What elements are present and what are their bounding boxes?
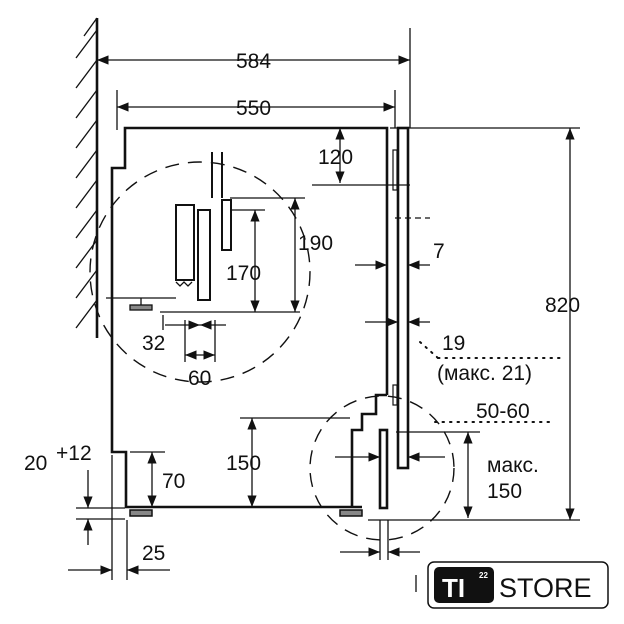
logo-superscript: 22	[479, 571, 488, 580]
dim-vent-190: 190	[298, 232, 333, 255]
dim-detail-32: 32	[142, 332, 165, 355]
dim-adjustment-base: 20	[24, 452, 47, 475]
door-panel	[396, 126, 410, 470]
dim-plinth-max-label: макс.	[487, 454, 539, 477]
cabinet-outline	[110, 126, 410, 517]
dim-plinth-max-value: 150	[487, 480, 522, 503]
foot-left	[129, 509, 153, 517]
detail-circle-plinth	[309, 395, 455, 541]
logo-mark: TI	[442, 573, 465, 603]
dim-door-gap: 7	[433, 240, 445, 263]
dim-plinth-recess: 50-60	[476, 400, 530, 423]
foot-right	[339, 509, 363, 517]
wall	[75, 17, 99, 338]
dim-door-thickness-max: (макс. 21)	[437, 362, 532, 385]
dim-overall-depth: 584	[236, 50, 271, 73]
vent-detail	[106, 152, 232, 311]
logo-text: STORE	[499, 573, 592, 603]
dim-plinth-height-left: 150	[226, 452, 261, 475]
dim-wall-gap: 25	[142, 542, 165, 565]
plinth-panel	[378, 428, 389, 510]
dim-foot-height: 70	[162, 470, 185, 493]
dim-vent-170: 170	[226, 262, 261, 285]
dim-height: 820	[545, 294, 580, 317]
store-logo: TI 22 STORE	[415, 561, 609, 609]
dim-door-thickness: 19	[442, 332, 465, 355]
dim-detail-60: 60	[188, 367, 211, 390]
dim-adjustment-plus: +12	[56, 442, 92, 465]
dim-cabinet-depth: 550	[236, 97, 271, 120]
dimension-lines	[68, 28, 580, 580]
dim-top-gap: 120	[318, 146, 353, 169]
detail-circle-vent	[89, 161, 311, 383]
